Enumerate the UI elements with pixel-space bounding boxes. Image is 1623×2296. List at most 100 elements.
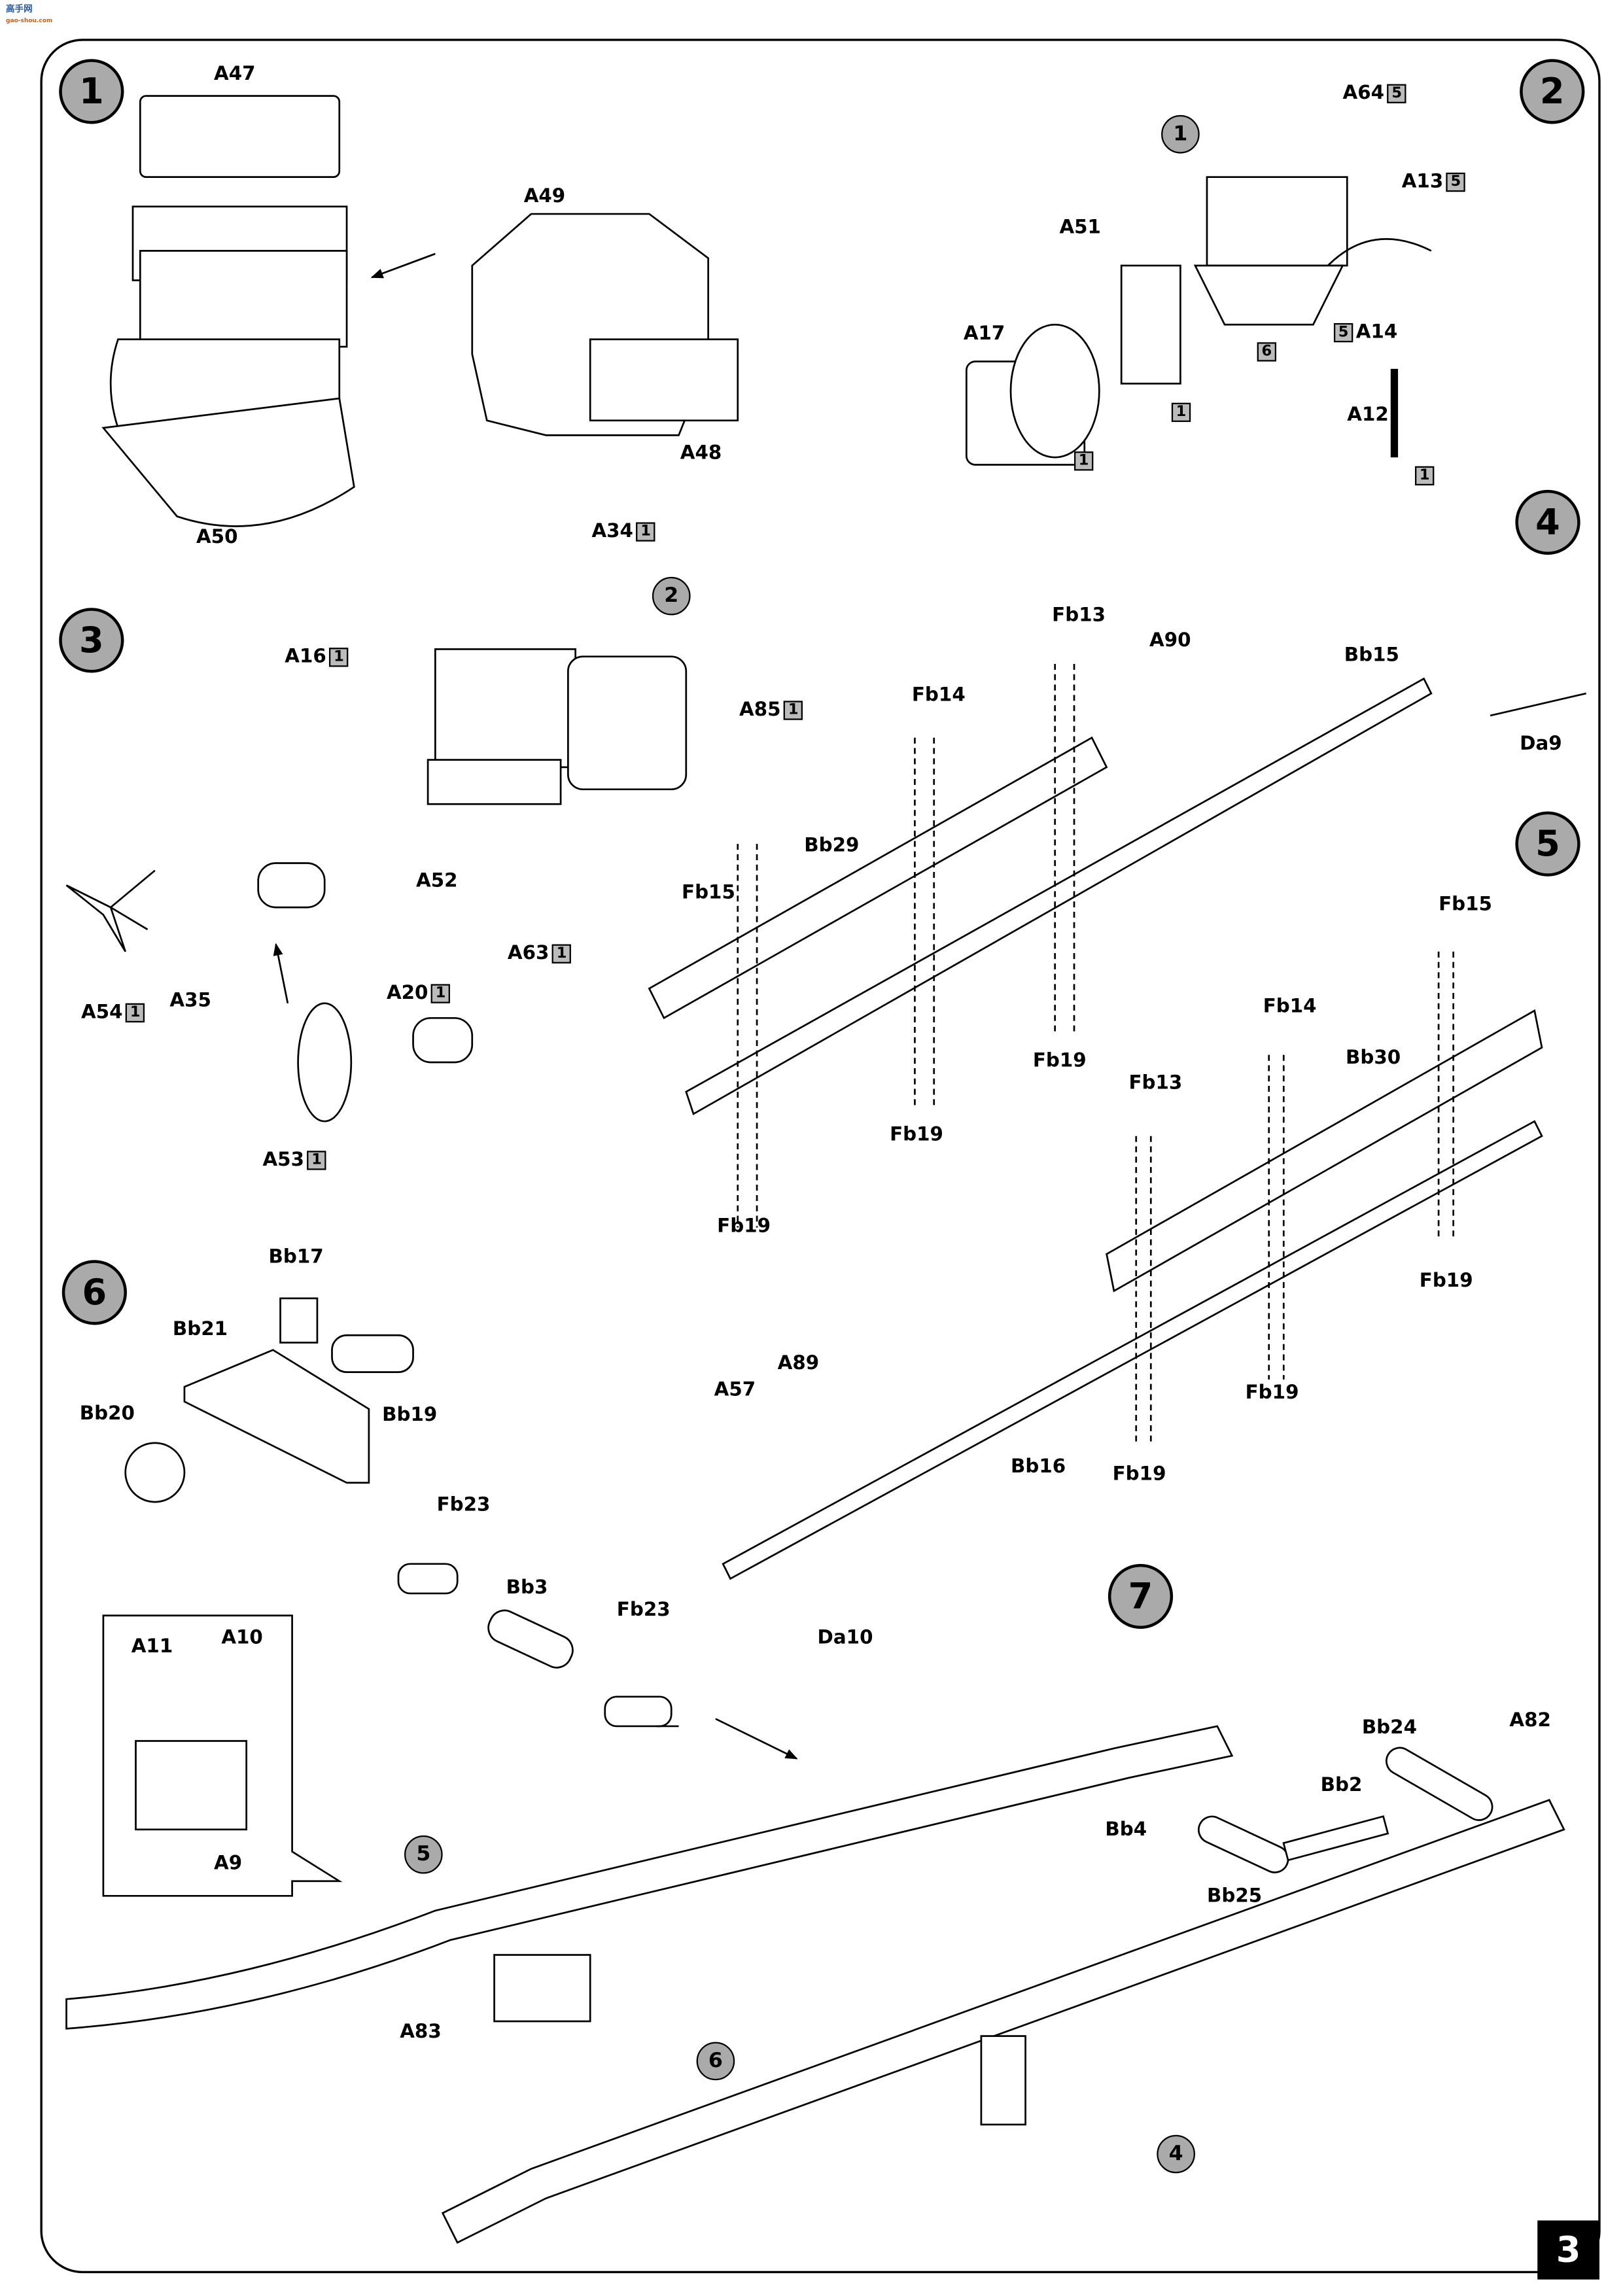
paint-box: 1 <box>1074 451 1094 471</box>
spring-parts <box>1197 1747 1493 1873</box>
fan <box>65 869 156 952</box>
paint-box: 1 <box>126 1003 145 1023</box>
part-label: A17 <box>963 322 1005 345</box>
part-label: Fb13 <box>1128 1072 1183 1095</box>
part-label: A83 <box>400 2021 442 2044</box>
part-label: Bb24 <box>1361 1717 1417 1740</box>
ref-step-5: 5 <box>404 1835 443 1874</box>
part-label: Bb4 <box>1105 1819 1147 1841</box>
paint-box: 1 <box>1415 466 1435 486</box>
paint-box: 6 <box>1257 342 1277 362</box>
logo-text: 高手网 <box>6 4 33 15</box>
part-label: Fb19 <box>890 1124 943 1147</box>
inset-box-a9 <box>102 1614 343 1897</box>
part-label-text: A54 <box>81 1001 123 1024</box>
part-label: A90 <box>1149 630 1191 652</box>
part-label: Fb13 <box>1052 604 1106 627</box>
part-label: A48 <box>680 442 722 465</box>
paint-box: 5 <box>1387 84 1406 103</box>
part-label: Fb19 <box>717 1215 771 1238</box>
part-label-text: A13 <box>1401 171 1444 194</box>
part-label: A47 <box>214 63 256 86</box>
paint-box-label: 6 <box>1254 342 1279 363</box>
part-label: A89 <box>777 1353 820 1376</box>
part-label: A12 <box>1347 404 1389 426</box>
part-label: Fb23 <box>436 1494 491 1517</box>
page-border <box>40 39 1601 2274</box>
coolant-pipe <box>1327 238 1432 458</box>
chassis-rail-bb30-bb16 <box>722 1009 1543 1580</box>
u-bolts-step5 <box>1135 951 1455 1446</box>
part-label: Fb19 <box>1245 1382 1299 1405</box>
part-label: Bb19 <box>382 1404 438 1427</box>
part-label-text: A64 <box>1342 82 1385 105</box>
paint-box: 1 <box>430 984 451 1003</box>
part-label: Bb15 <box>1344 644 1399 667</box>
step-6-badge: 6 <box>61 1260 127 1325</box>
part-label: Fb19 <box>1032 1050 1087 1073</box>
paint-box: 5 <box>1333 322 1353 343</box>
arrow <box>273 943 289 1004</box>
part-label: Da9 <box>1520 733 1562 756</box>
part-label-text: A14 <box>1355 321 1398 344</box>
steering-parts <box>397 1563 672 1728</box>
part-label: Da10 <box>817 1627 873 1650</box>
chassis-rail-bb29-bb15 <box>648 677 1433 1115</box>
part-label: Fb14 <box>1263 996 1317 1018</box>
generator <box>257 862 474 1122</box>
part-label: A57 <box>714 1379 756 1402</box>
paint-box: 1 <box>636 522 655 542</box>
part-label: Fb15 <box>1439 894 1492 916</box>
step-3-badge: 3 <box>59 608 124 673</box>
ref-step-4: 4 <box>1157 2134 1195 2174</box>
paint-box: 5 <box>1446 172 1466 192</box>
part-label: A50 <box>196 527 238 549</box>
step-1-badge: 1 <box>59 59 124 124</box>
part-label-text: A53 <box>262 1149 304 1172</box>
page-number: 3 <box>1537 2220 1599 2280</box>
step-5-badge: 5 <box>1515 811 1580 877</box>
ref-step-6: 6 <box>696 2042 735 2081</box>
part-label: Fb23 <box>616 1599 671 1622</box>
u-bolts-step4 <box>737 663 1075 1228</box>
part-label: Bb30 <box>1346 1047 1401 1070</box>
part-label: A11 <box>131 1636 173 1659</box>
arrow <box>715 1718 798 1760</box>
ref-step-2: 2 <box>652 576 691 616</box>
part-label: Fb14 <box>911 684 966 707</box>
engine-assembly-2 <box>965 176 1348 466</box>
part-label: A10 <box>221 1627 263 1650</box>
part-label: Bb3 <box>506 1577 548 1599</box>
paint-box: 1 <box>551 944 572 964</box>
part-label: Bb21 <box>172 1319 228 1342</box>
part-label-text: A85 <box>739 699 781 722</box>
part-label: A35 <box>169 990 211 1013</box>
step-2-badge: 2 <box>1520 59 1585 124</box>
arrow <box>370 252 436 279</box>
part-label: Fb15 <box>682 882 735 905</box>
engine-assembly-3 <box>427 648 688 805</box>
paint-box: 1 <box>784 701 803 720</box>
step-7-badge: 7 <box>1108 1563 1174 1629</box>
chassis-frame <box>65 1725 1565 2244</box>
paint-box: 1 <box>329 648 349 667</box>
axle-parts <box>124 1297 414 1503</box>
step-4-badge: 4 <box>1515 489 1580 555</box>
engine-head-part <box>101 95 355 527</box>
part-label-text: A63 <box>507 943 550 965</box>
ref-step-1: 1 <box>1161 114 1200 154</box>
part-label: Bb16 <box>1011 1456 1066 1479</box>
part-label: A52 <box>416 870 458 893</box>
part-label: Bb17 <box>268 1246 324 1269</box>
part-label: Bb25 <box>1206 1885 1263 1908</box>
